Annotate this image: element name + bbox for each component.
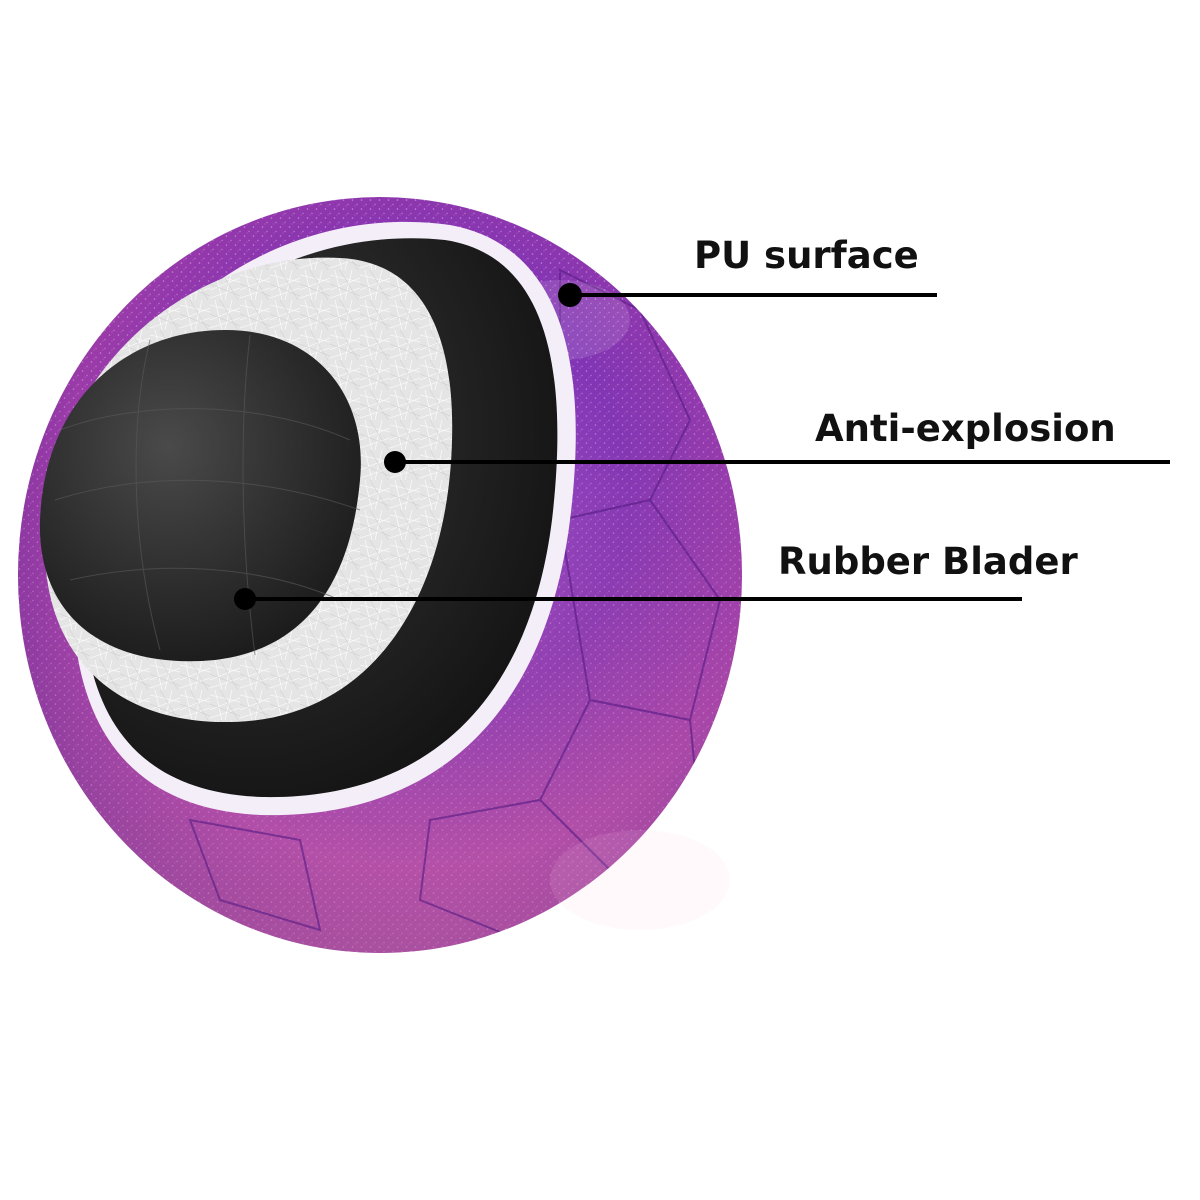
rubber-bladder-layer [39,330,361,662]
anti-explosion-label: Anti-explosion [815,407,1116,450]
pu-surface-label: PU surface [694,234,919,277]
rubber-bladder-label: Rubber Blader [778,540,1078,583]
